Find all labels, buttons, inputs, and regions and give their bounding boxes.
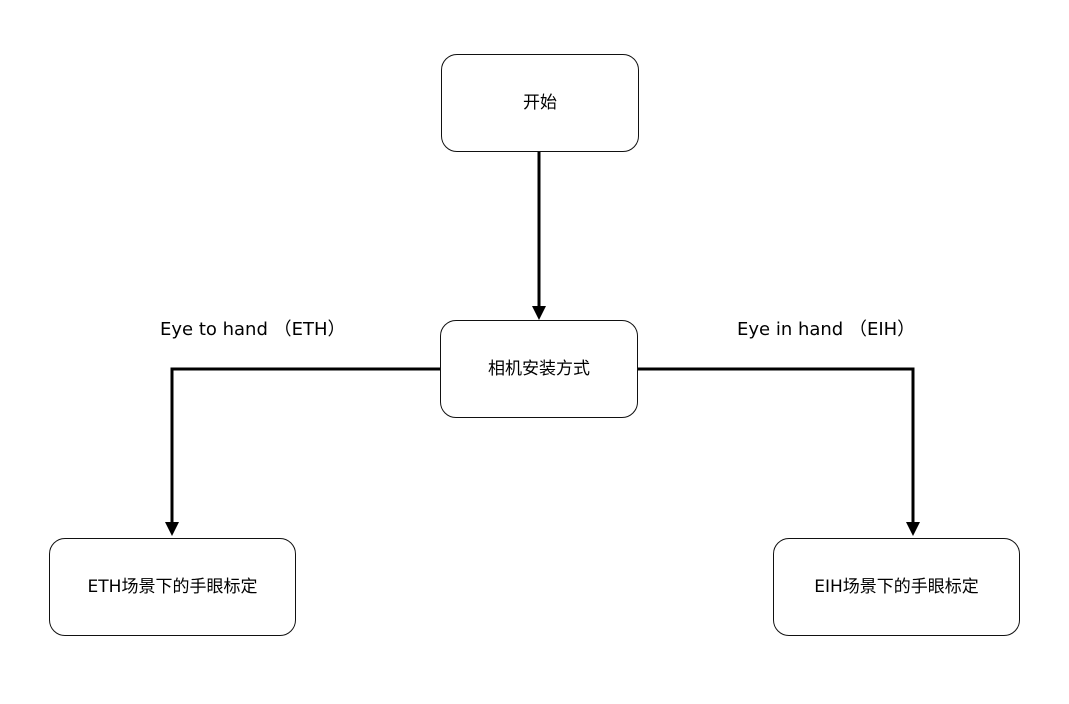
eih-calibration-label: EIH场景下的手眼标定 xyxy=(814,576,979,597)
arrowhead-down-icon xyxy=(165,522,179,536)
connector-mount-to-eih xyxy=(638,367,915,523)
camera-mount-method-node: 相机安装方式 xyxy=(440,320,638,418)
eth-calibration-label: ETH场景下的手眼标定 xyxy=(87,576,258,597)
arrowhead-down-icon xyxy=(532,306,546,320)
eth-calibration-node: ETH场景下的手眼标定 xyxy=(49,538,296,636)
eye-to-hand-edge-label: Eye to hand （ETH） xyxy=(160,319,346,340)
eih-calibration-node: EIH场景下的手眼标定 xyxy=(773,538,1020,636)
start-node: 开始 xyxy=(441,54,639,152)
camera-mount-method-label: 相机安装方式 xyxy=(488,358,590,379)
eye-in-hand-edge-label: Eye in hand （EIH） xyxy=(737,319,916,340)
connector-mount-to-eth xyxy=(170,367,440,523)
start-node-label: 开始 xyxy=(523,92,557,113)
arrowhead-down-icon xyxy=(906,522,920,536)
